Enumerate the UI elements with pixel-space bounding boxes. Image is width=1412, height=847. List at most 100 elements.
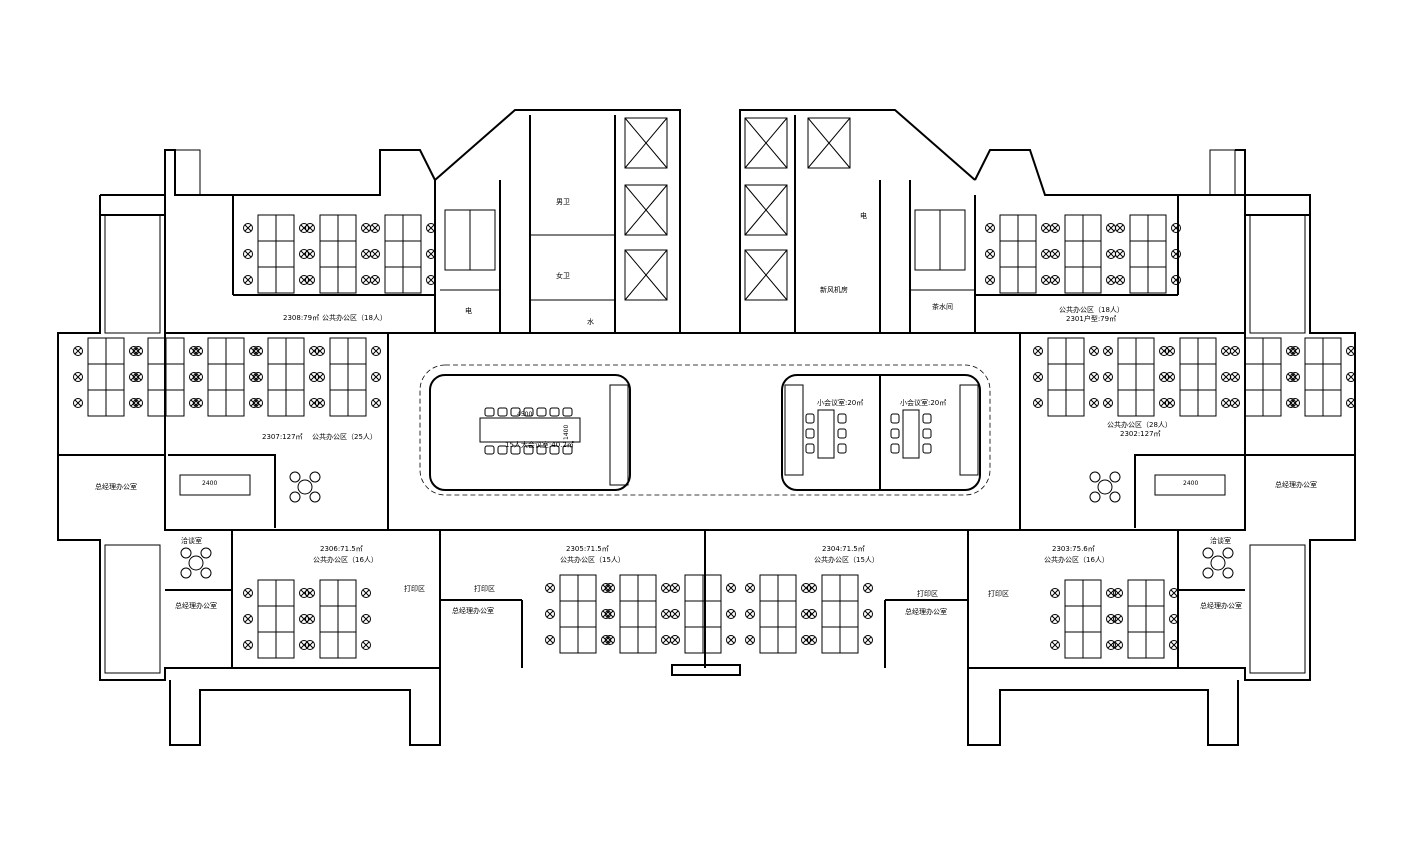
chair-seat [745,609,755,619]
lounge-chair [289,471,301,483]
desk [1145,605,1165,633]
desk [619,626,639,654]
chair-seat [1230,372,1240,382]
chair-seat [243,640,253,650]
chair-icon [1171,275,1181,285]
desk [577,600,597,628]
chair-mark [1114,641,1122,649]
chair-icon [305,640,315,650]
conference-chair [484,407,495,417]
desk [285,363,305,391]
lounge-chair [1222,547,1234,559]
chair-mark [1222,347,1230,355]
print-area-label: 打印区 [404,584,425,593]
chair-icon [1106,223,1116,233]
chair-icon [985,223,995,233]
desk-cluster [759,574,797,654]
chair-seat [1050,614,1060,624]
chair-icon [361,275,371,285]
desk [999,266,1019,294]
chair-icon [745,635,755,645]
chair-icon [661,635,671,645]
chair-seat [1346,398,1356,408]
chair-mark [254,373,262,381]
desk [87,389,107,417]
room-2307-area: 2307:127㎡ [262,433,303,441]
chair-mark [74,347,82,355]
chair-mark [671,584,679,592]
chair-icon [807,583,817,593]
chair-mark [864,636,872,644]
desk-cluster [319,214,357,294]
chair-seat [299,275,309,285]
conference-chair [536,445,547,455]
desk-cluster [559,574,597,654]
chair-icon [305,249,315,259]
desk [147,389,167,417]
chair-seat [1050,640,1060,650]
chair-seat [1089,372,1099,382]
chair-mark [362,615,370,623]
chair-mark [362,250,370,258]
chair-mark [1231,373,1239,381]
chair-icon [863,583,873,593]
chair-icon [1106,614,1116,624]
desk [1064,266,1084,294]
chair-mark [746,610,754,618]
chair-seat [1159,398,1169,408]
chair-seat [1033,372,1043,382]
chair-mark [1222,373,1230,381]
chair-seat [133,346,143,356]
chair-icon [1221,346,1231,356]
room-2308-area: 2308:79㎡ [283,314,319,322]
chair-icon [1050,640,1060,650]
chair-icon [1041,223,1051,233]
chair-seat [133,398,143,408]
chair-mark [662,636,670,644]
chair-mark [316,373,324,381]
chair-seat [309,346,319,356]
chair-mark [1291,399,1299,407]
chair-mark [306,224,314,232]
chair-icon [1221,372,1231,382]
chair-icon [73,398,83,408]
gm-office-label: 总经理办公室 [175,601,217,610]
chair-mark [194,373,202,381]
desk [702,626,722,654]
desk [319,631,339,659]
desk [759,574,779,602]
desk [319,214,339,242]
chair-mark [1051,589,1059,597]
chair-mark [671,636,679,644]
chair-seat [1033,398,1043,408]
chair-icon [985,249,995,259]
chair-seat [1106,614,1116,624]
desk [105,337,125,365]
chair-seat [605,583,615,593]
desk-cluster [821,574,859,654]
desk [329,337,349,365]
chair-mark [244,224,252,232]
desk-cluster [684,574,722,654]
desk [1135,337,1155,365]
chair-seat [1115,249,1125,259]
lounge-chair [200,567,212,579]
desk [1064,240,1084,268]
chair-icon [370,249,380,259]
chair-seat [1171,249,1181,259]
chair-mark [1051,250,1059,258]
chair-icon [726,609,736,619]
chair-icon [315,372,325,382]
chair-seat [985,275,995,285]
chair-icon [1106,588,1116,598]
desk [559,600,579,628]
elevator-shaft [624,184,668,236]
chair-icon [605,583,615,593]
chair-seat [1171,223,1181,233]
chair-seat [726,635,736,645]
desk [87,337,107,365]
desk [285,389,305,417]
desk [777,600,797,628]
chair-mark [727,610,735,618]
chair-seat [73,346,83,356]
